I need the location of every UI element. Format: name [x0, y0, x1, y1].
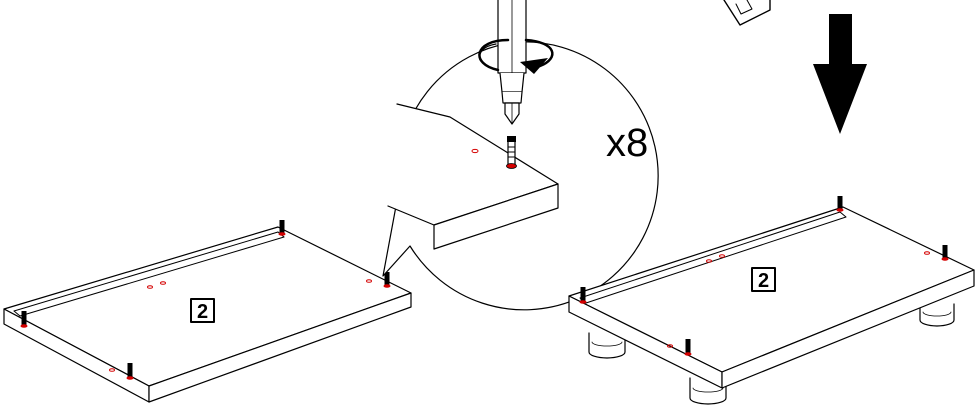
dowel-icon [383, 272, 391, 288]
right-assembly: 2 [568, 196, 975, 405]
dowel-icon [579, 287, 587, 304]
rotation-arrow-icon [478, 38, 554, 74]
hole-markers [109, 279, 372, 372]
right-panel-right-edge [721, 269, 975, 389]
foot-back-right [919, 303, 955, 327]
callout-board-front [433, 183, 559, 250]
right-panel-groove [579, 211, 847, 304]
dowel-icon [941, 245, 949, 261]
dowel-icon [126, 363, 134, 380]
hole-markers [667, 251, 930, 348]
dowel-icon [506, 136, 517, 169]
left-panel-groove [13, 231, 285, 317]
left-panel-right-edge [148, 292, 412, 403]
detail-callout: x8 [382, 0, 659, 311]
dowel-icon [20, 311, 28, 328]
screwdriver-icon [497, 0, 527, 125]
foot-front-left [588, 332, 626, 359]
left-part-label: 2 [190, 298, 215, 323]
quantity-label: x8 [606, 121, 648, 165]
dowel-icon [278, 220, 286, 236]
left-part-number: 2 [197, 301, 208, 323]
incoming-part-corner [723, 0, 771, 26]
dowel-icon [836, 196, 844, 212]
left-panel: 2 [3, 220, 412, 403]
right-part-number: 2 [758, 270, 769, 292]
callout-hole-marker [471, 148, 479, 154]
right-part-label: 2 [751, 267, 776, 292]
down-arrow-icon [813, 14, 867, 134]
dowel-icon [684, 339, 692, 356]
